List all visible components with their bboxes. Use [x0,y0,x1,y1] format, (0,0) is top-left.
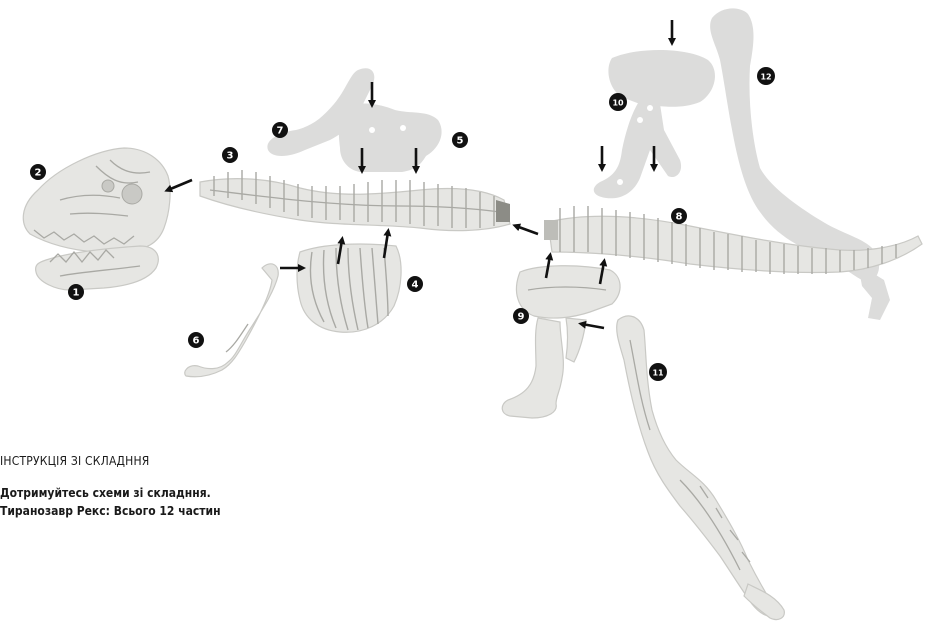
leg-part-11 [617,316,785,620]
badge-5: 5 [452,132,468,148]
instructions-heading: ІНСТРУКЦІЯ ЗІ СКЛАДННЯ [0,452,360,470]
part-10-hip-ghost [594,50,715,198]
svg-text:8: 8 [676,212,683,223]
svg-text:10: 10 [612,99,624,108]
badge-12: 12 [757,67,775,85]
instructions-line-1: Дотримуйтесь схеми зі складння. [0,484,360,502]
pelvis-part-9 [502,266,620,418]
tail-part-8 [544,206,922,274]
badge-2: 2 [30,164,46,180]
arm-part-6 [185,264,279,377]
badge-4: 4 [407,276,423,292]
badge-1: 1 [68,284,84,300]
spine-part-3 [200,170,510,231]
arrow-tail [516,226,538,234]
svg-text:6: 6 [193,336,200,347]
part-5-pelvis-ghost [339,104,442,172]
svg-text:1: 1 [73,288,80,299]
svg-text:5: 5 [457,136,464,147]
badge-9: 9 [513,308,529,324]
part-12-leg-ghost [710,8,890,320]
svg-text:3: 3 [227,151,234,162]
svg-text:11: 11 [652,369,664,378]
svg-text:2: 2 [35,168,42,179]
svg-text:12: 12 [760,73,771,82]
svg-text:7: 7 [277,126,284,137]
badge-3: 3 [222,147,238,163]
arrow-skull [168,180,192,190]
instructions-block: ІНСТРУКЦІЯ ЗІ СКЛАДННЯ Дотримуйтесь схем… [0,452,360,520]
svg-text:4: 4 [412,280,419,291]
badge-8: 8 [671,208,687,224]
instructions-line-2: Тиранозавр Рекс: Всього 12 частин [0,502,360,520]
badge-10: 10 [609,93,627,111]
badge-6: 6 [188,332,204,348]
badge-7: 7 [272,122,288,138]
badge-11: 11 [649,363,667,381]
svg-text:9: 9 [518,312,525,323]
ribs-part-4 [297,244,401,332]
